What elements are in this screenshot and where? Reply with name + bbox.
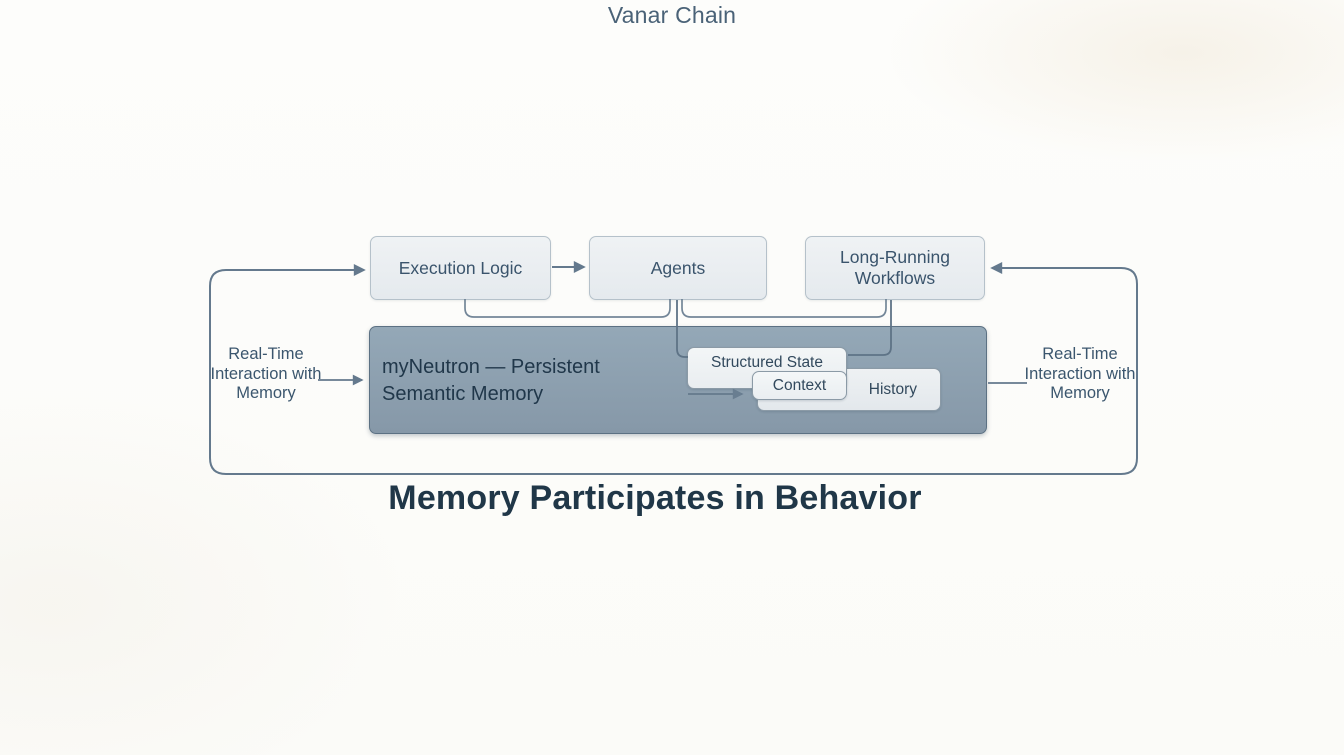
edge-label-right: Real-Time Interaction with Memory [1024, 345, 1136, 402]
execution-agents-bracket [464, 299, 671, 318]
agents-workflows-bracket [681, 299, 887, 318]
node-label: Structured State [710, 354, 823, 371]
node-label: History [868, 380, 917, 398]
node-label: Long-Running Workflows [840, 247, 950, 288]
node-label: Execution Logic [398, 257, 523, 278]
node-label: Context [772, 376, 827, 394]
node-agents: Agents [589, 236, 767, 300]
node-context: Context [752, 371, 847, 400]
node-label: Agents [650, 257, 706, 278]
bottom-title: Memory Participates in Behavior [388, 479, 922, 517]
edge-label-left: Real-Time Interaction with Memory [210, 345, 322, 402]
node-execution-logic: Execution Logic [370, 236, 551, 300]
node-long-running-workflows: Long-Running Workflows [805, 236, 985, 300]
node-label: myNeutron — Persistent Semantic Memory [382, 356, 600, 405]
top-title: Vanar Chain [607, 2, 737, 28]
